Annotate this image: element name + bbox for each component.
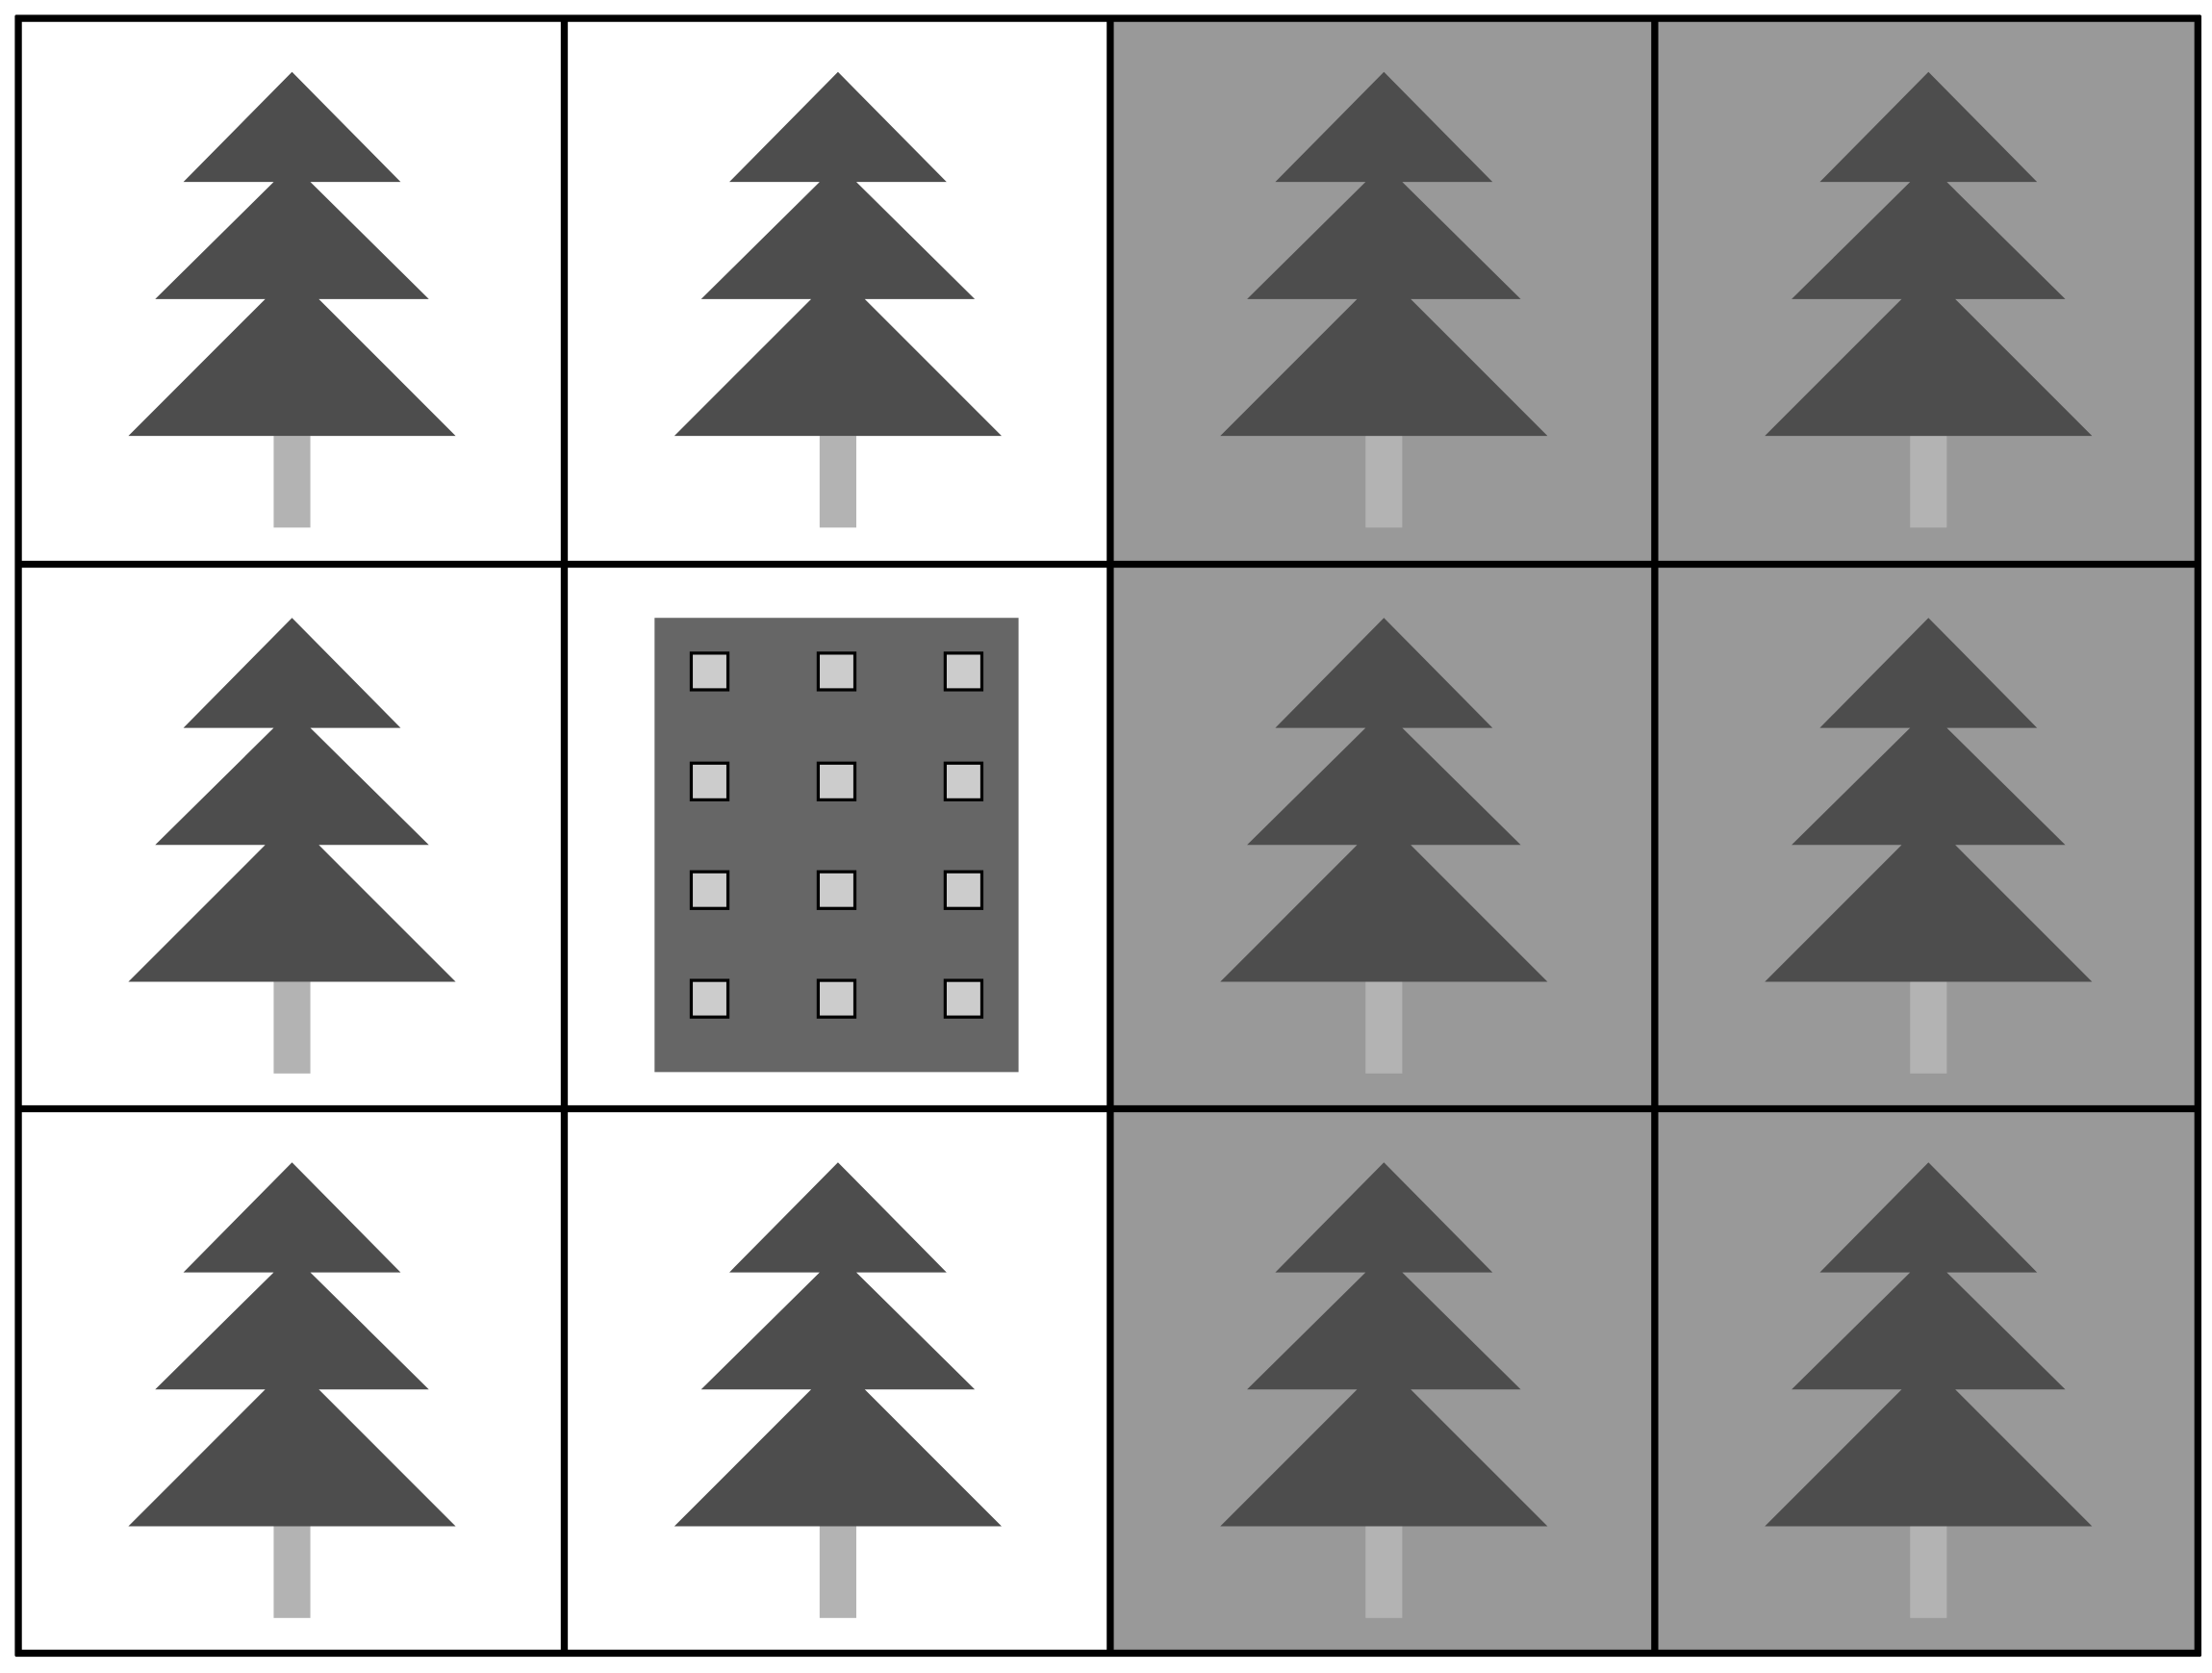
grid-lines [14, 14, 2202, 1658]
tree-trunk [273, 981, 311, 1074]
grid-cell [1654, 564, 2199, 1109]
tree-foliage [1220, 1162, 1548, 1527]
tree-foliage [1765, 1162, 2093, 1527]
tree-trunk [1365, 981, 1403, 1074]
building-window [816, 978, 857, 1019]
grid-cell [1654, 1108, 2199, 1654]
tree-trunk [1910, 981, 1947, 1074]
tree-foliage [128, 71, 456, 437]
grid-cell [1109, 18, 1655, 565]
building-icon [654, 618, 1019, 1073]
building-window [689, 651, 730, 692]
building-window [943, 761, 984, 801]
building-window [689, 761, 730, 801]
tree-trunk [819, 1526, 856, 1618]
grid-cell [18, 18, 565, 565]
grid-cell [564, 564, 1110, 1109]
tree-foliage [1765, 71, 2093, 437]
tree-foliage [674, 1162, 1003, 1527]
tree-trunk [1365, 436, 1403, 528]
tree-icon [1765, 71, 2093, 528]
building-window [816, 651, 857, 692]
tree-icon [1765, 618, 2093, 1074]
tree-icon [1220, 1162, 1548, 1618]
tree-icon [674, 1162, 1003, 1618]
tree-trunk [1365, 1526, 1403, 1618]
tree-foliage [674, 71, 1003, 437]
cells-layer [18, 18, 2199, 1654]
building-window [943, 651, 984, 692]
tree-foliage [1220, 71, 1548, 437]
tree-trunk [819, 436, 856, 528]
building-window [689, 870, 730, 910]
tree-icon [1765, 1162, 2093, 1618]
tree-icon [128, 618, 456, 1074]
tree-icon [128, 71, 456, 528]
building-window [943, 870, 984, 910]
building-window [689, 978, 730, 1019]
tree-foliage [128, 618, 456, 982]
tree-foliage [128, 1162, 456, 1527]
grid-cell [18, 564, 565, 1109]
tree-foliage [1765, 618, 2093, 982]
grid-cell [1109, 1108, 1655, 1654]
tree-trunk [273, 1526, 311, 1618]
grid-cell [564, 1108, 1110, 1654]
building-window [816, 870, 857, 910]
building-window [816, 761, 857, 801]
grid-cell [1654, 18, 2199, 565]
tree-trunk [273, 436, 311, 528]
tree-trunk [1910, 1526, 1947, 1618]
tree-icon [674, 71, 1003, 528]
tree-trunk [1910, 436, 1947, 528]
building-window [943, 978, 984, 1019]
grid-cell [18, 1108, 565, 1654]
tree-foliage [1220, 618, 1548, 982]
tree-icon [1220, 618, 1548, 1074]
tree-icon [1220, 71, 1548, 528]
grid-cell [1109, 564, 1655, 1109]
tree-icon [128, 1162, 456, 1618]
grid-cell [564, 18, 1110, 565]
